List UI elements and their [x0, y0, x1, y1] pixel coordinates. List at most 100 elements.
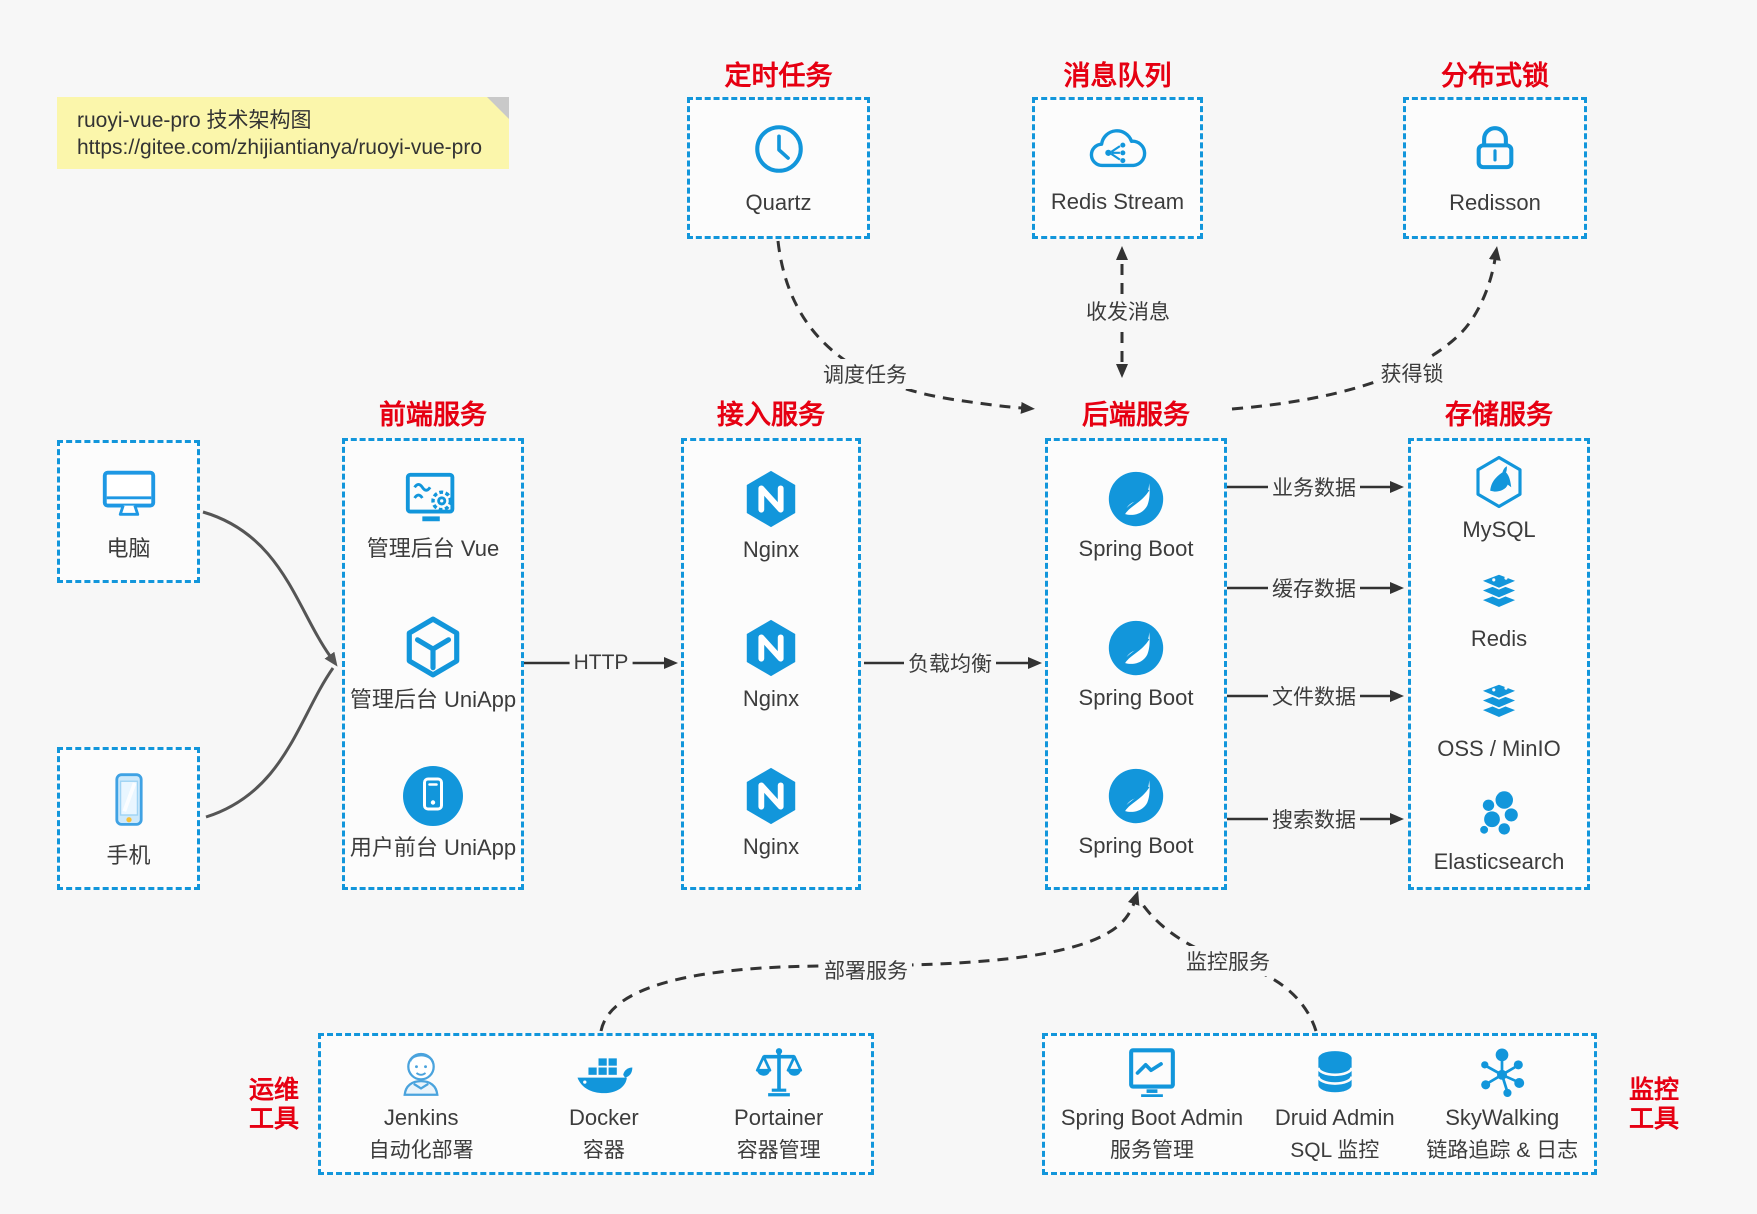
storage-item-elasticsearch: Elasticsearch	[1433, 786, 1565, 875]
tool-desc: 容器	[582, 1138, 625, 1162]
frontend-services-box: 管理后台 Vue 管理后台 UniApp 用户前台 UniApp	[342, 438, 524, 890]
ops-item-portainer: Portainer 容器管理	[734, 1044, 823, 1163]
item-label: Elasticsearch	[1433, 849, 1565, 875]
computer-icon	[102, 470, 155, 516]
item-label: Nginx	[742, 537, 800, 563]
tool-name: SkyWalking	[1445, 1105, 1560, 1131]
edge-pc-access	[202, 510, 338, 667]
spring-icon	[1108, 620, 1164, 676]
nginx-icon	[746, 619, 796, 676]
pc-box: 电脑	[57, 440, 200, 583]
column-title-access: 接入服务	[717, 400, 825, 430]
backend-services-box: Spring Boot Spring Boot Spring Boot	[1045, 438, 1227, 890]
phone-label: 手机	[106, 842, 151, 868]
tool-name: Portainer	[734, 1105, 824, 1131]
edge-phone-access	[205, 667, 335, 819]
column-title-frontend: 前端服务	[379, 400, 487, 430]
oss-minio-icon	[1478, 682, 1520, 719]
storage-item-redis: Redis	[1471, 567, 1527, 651]
item-label: Spring Boot	[1078, 833, 1194, 859]
edge-label-search-data: 搜索数据	[1268, 804, 1360, 834]
group-title-scheduled-task: 定时任务	[724, 61, 833, 91]
pc-label: 电脑	[106, 535, 151, 561]
nginx-icon	[746, 471, 796, 528]
ops-item-jenkins: Jenkins 自动化部署	[369, 1044, 474, 1163]
docker-icon	[577, 1058, 633, 1094]
access-item-nginx-1: Nginx	[740, 468, 802, 562]
tool-name: Spring Boot Admin	[1060, 1105, 1244, 1131]
column-title-storage: 存储服务	[1445, 400, 1553, 430]
redisson-label: Redisson	[1449, 190, 1541, 216]
note-fold-corner	[487, 97, 509, 119]
item-label: Nginx	[742, 834, 800, 860]
access-item-nginx-2: Nginx	[740, 617, 802, 711]
skywalking-icon	[1481, 1048, 1525, 1098]
uniapp-cube-icon	[406, 616, 460, 678]
quartz-label: Quartz	[745, 190, 812, 216]
item-label: 管理后台 Vue	[366, 536, 500, 562]
redis-icon	[1478, 572, 1520, 609]
edge-label-deploy-service: 部署服务	[820, 955, 912, 985]
edge-label-file-data: 文件数据	[1268, 681, 1360, 711]
ops-item-docker: Docker 容器	[569, 1044, 639, 1163]
item-label: Spring Boot	[1078, 684, 1194, 710]
monitor-item-druid: Druid Admin SQL 监控	[1275, 1044, 1395, 1163]
spring-icon	[1108, 769, 1164, 824]
sticky-note: ruoyi-vue-pro 技术架构图 https://gitee.com/zh…	[57, 97, 509, 169]
redis-stream-label: Redis Stream	[1050, 189, 1185, 215]
monitor-tools-box: Spring Boot Admin 服务管理 Druid Admin SQL 监…	[1042, 1033, 1597, 1175]
edge-label-get-lock: 获得锁	[1376, 358, 1448, 388]
spring-boot-admin-icon	[1129, 1048, 1175, 1098]
edge-label-schedule-task: 调度任务	[819, 359, 911, 389]
tool-desc: SQL 监控	[1290, 1138, 1380, 1162]
edge-get-lock	[1231, 246, 1501, 411]
redis-stream-box: Redis Stream	[1032, 97, 1203, 239]
backend-item-spring-3: Spring Boot	[1078, 766, 1194, 859]
frontend-item-user-uniapp: 用户前台 UniApp	[350, 764, 516, 860]
redisson-box: Redisson	[1403, 97, 1587, 239]
edge-label-business-data: 业务数据	[1268, 472, 1360, 502]
access-item-nginx-3: Nginx	[740, 765, 802, 859]
quartz-box: Quartz	[687, 97, 870, 239]
edge-label-monitor-service: 监控服务	[1182, 946, 1274, 976]
group-title-message-queue: 消息队列	[1063, 61, 1172, 91]
edge-label-cache-data: 缓存数据	[1268, 573, 1360, 603]
note-title: ruoyi-vue-pro 技术架构图	[77, 109, 312, 132]
tool-desc: 自动化部署	[368, 1138, 474, 1162]
phone-box: 手机	[57, 747, 200, 890]
nginx-icon	[746, 768, 796, 825]
item-label: Nginx	[742, 685, 800, 711]
elasticsearch-icon	[1480, 791, 1518, 835]
item-label: 用户前台 UniApp	[349, 835, 517, 861]
druid-icon	[1316, 1051, 1353, 1093]
item-label: MySQL	[1462, 516, 1536, 542]
item-label: 管理后台 UniApp	[349, 686, 517, 712]
group-title-distributed-lock: 分布式锁	[1441, 61, 1549, 91]
edge-label-pubsub: 收发消息	[1082, 296, 1174, 326]
mysql-icon	[1476, 455, 1522, 508]
cloud-stream-icon	[1089, 129, 1146, 168]
item-label: Spring Boot	[1078, 536, 1194, 562]
tool-desc: 链路追踪 & 日志	[1426, 1138, 1579, 1162]
access-services-box: Nginx Nginx Nginx	[681, 438, 861, 890]
phone-icon	[114, 773, 143, 826]
storage-services-box: MySQL Redis OSS / Mi	[1408, 438, 1590, 890]
item-label: OSS / MinIO	[1437, 735, 1561, 761]
item-label: Redis	[1470, 626, 1528, 652]
monitor-item-skywalking: SkyWalking 链路追踪 & 日志	[1426, 1044, 1578, 1163]
vue-admin-icon	[405, 472, 455, 522]
tool-desc: 容器管理	[736, 1138, 821, 1162]
note-url: https://gitee.com/zhijiantianya/ruoyi-vu…	[77, 136, 483, 159]
monitor-tools-side-label: 监控 工具	[1628, 1076, 1679, 1133]
lock-icon	[1476, 126, 1514, 170]
edge-label-load-balance: 负载均衡	[904, 648, 996, 678]
column-title-backend: 后端服务	[1082, 400, 1190, 430]
backend-item-spring-2: Spring Boot	[1078, 618, 1194, 710]
frontend-item-admin-vue: 管理后台 Vue	[367, 467, 499, 561]
ops-tools-side-label: 运维 工具	[248, 1076, 299, 1133]
edge-label-http: HTTP	[569, 651, 633, 675]
backend-item-spring-1: Spring Boot	[1078, 469, 1194, 562]
storage-item-oss-minio: OSS / MinIO	[1437, 677, 1561, 761]
tool-desc: 服务管理	[1109, 1138, 1194, 1162]
